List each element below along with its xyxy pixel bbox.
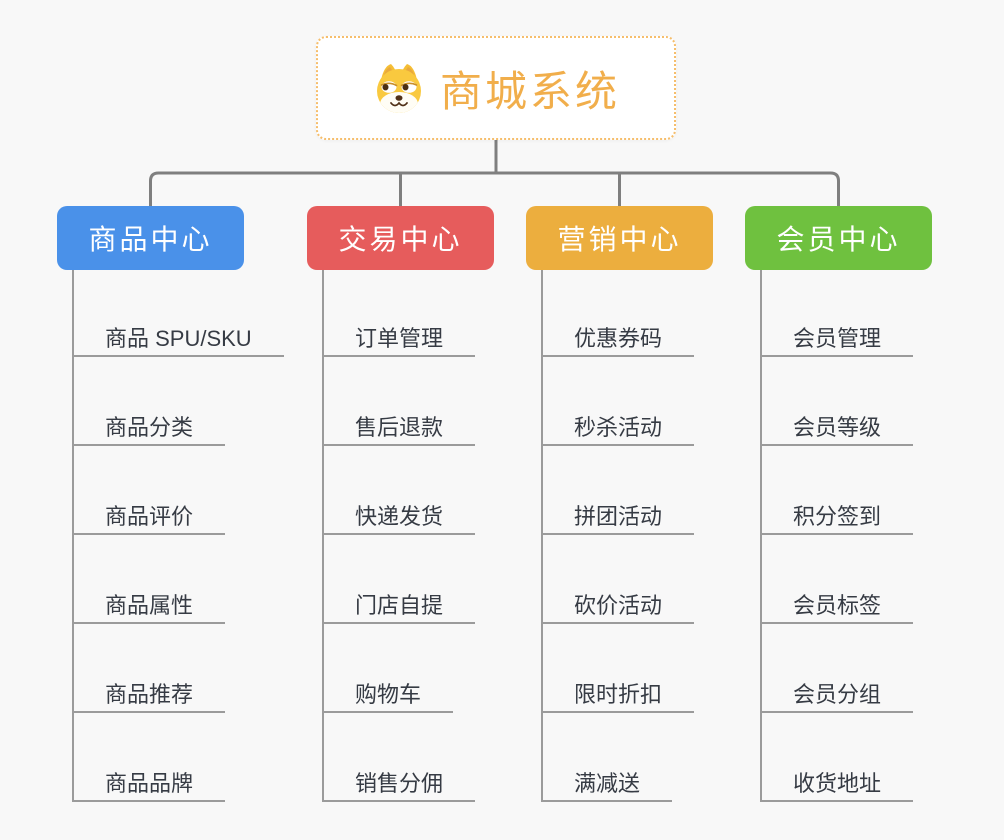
child-topic[interactable]: 购物车	[324, 681, 454, 713]
child-topic[interactable]: 砍价活动	[543, 592, 695, 624]
child-topic[interactable]: 商品属性	[74, 592, 226, 624]
child-topic[interactable]: 拼团活动	[543, 503, 695, 535]
child-topic[interactable]: 商品推荐	[74, 681, 226, 713]
child-topic[interactable]: 订单管理	[324, 325, 476, 357]
child-topic[interactable]: 商品评价	[74, 503, 226, 535]
child-topic[interactable]: 会员分组	[762, 681, 914, 713]
branch-children-trade: 订单管理 售后退款 快递发货 门店自提 购物车 销售分佣	[322, 270, 476, 802]
child-topic[interactable]: 满减送	[543, 770, 673, 802]
child-topic[interactable]: 快递发货	[324, 503, 476, 535]
child-topic[interactable]: 商品品牌	[74, 770, 226, 802]
child-topic[interactable]: 积分签到	[762, 503, 914, 535]
child-topic[interactable]: 商品分类	[74, 414, 226, 446]
root-title: 商城系统	[439, 67, 620, 115]
child-topic[interactable]: 会员标签	[762, 592, 914, 624]
branch-label: 交易中心	[338, 224, 463, 255]
branch-children-marketing: 优惠券码 秒杀活动 拼团活动 砍价活动 限时折扣 满减送	[541, 270, 695, 802]
branch-label: 会员中心	[776, 224, 901, 255]
dog-face-icon	[376, 64, 421, 113]
child-topic[interactable]: 售后退款	[324, 414, 476, 446]
branch-node-member[interactable]: 会员中心	[745, 206, 932, 270]
child-topic[interactable]: 销售分佣	[324, 770, 476, 802]
child-topic[interactable]: 会员等级	[762, 414, 914, 446]
branch-children-member: 会员管理 会员等级 积分签到 会员标签 会员分组 收货地址	[760, 270, 914, 802]
branch-node-trade[interactable]: 交易中心	[307, 206, 494, 270]
child-topic[interactable]: 限时折扣	[543, 681, 695, 713]
child-topic[interactable]: 收货地址	[762, 770, 914, 802]
branch-node-product[interactable]: 商品中心	[57, 206, 244, 270]
child-topic[interactable]: 门店自提	[324, 592, 476, 624]
child-topic[interactable]: 秒杀活动	[543, 414, 695, 446]
root-node[interactable]: 商城系统	[316, 36, 676, 140]
branch-label: 商品中心	[88, 224, 213, 255]
branch-children-product: 商品 SPU/SKU 商品分类 商品评价 商品属性 商品推荐 商品品牌	[72, 270, 284, 802]
branch-node-marketing[interactable]: 营销中心	[526, 206, 713, 270]
child-topic[interactable]: 优惠券码	[543, 325, 695, 357]
child-topic[interactable]: 会员管理	[762, 325, 914, 357]
child-topic[interactable]: 商品 SPU/SKU	[74, 325, 284, 357]
branch-label: 营销中心	[557, 224, 682, 255]
